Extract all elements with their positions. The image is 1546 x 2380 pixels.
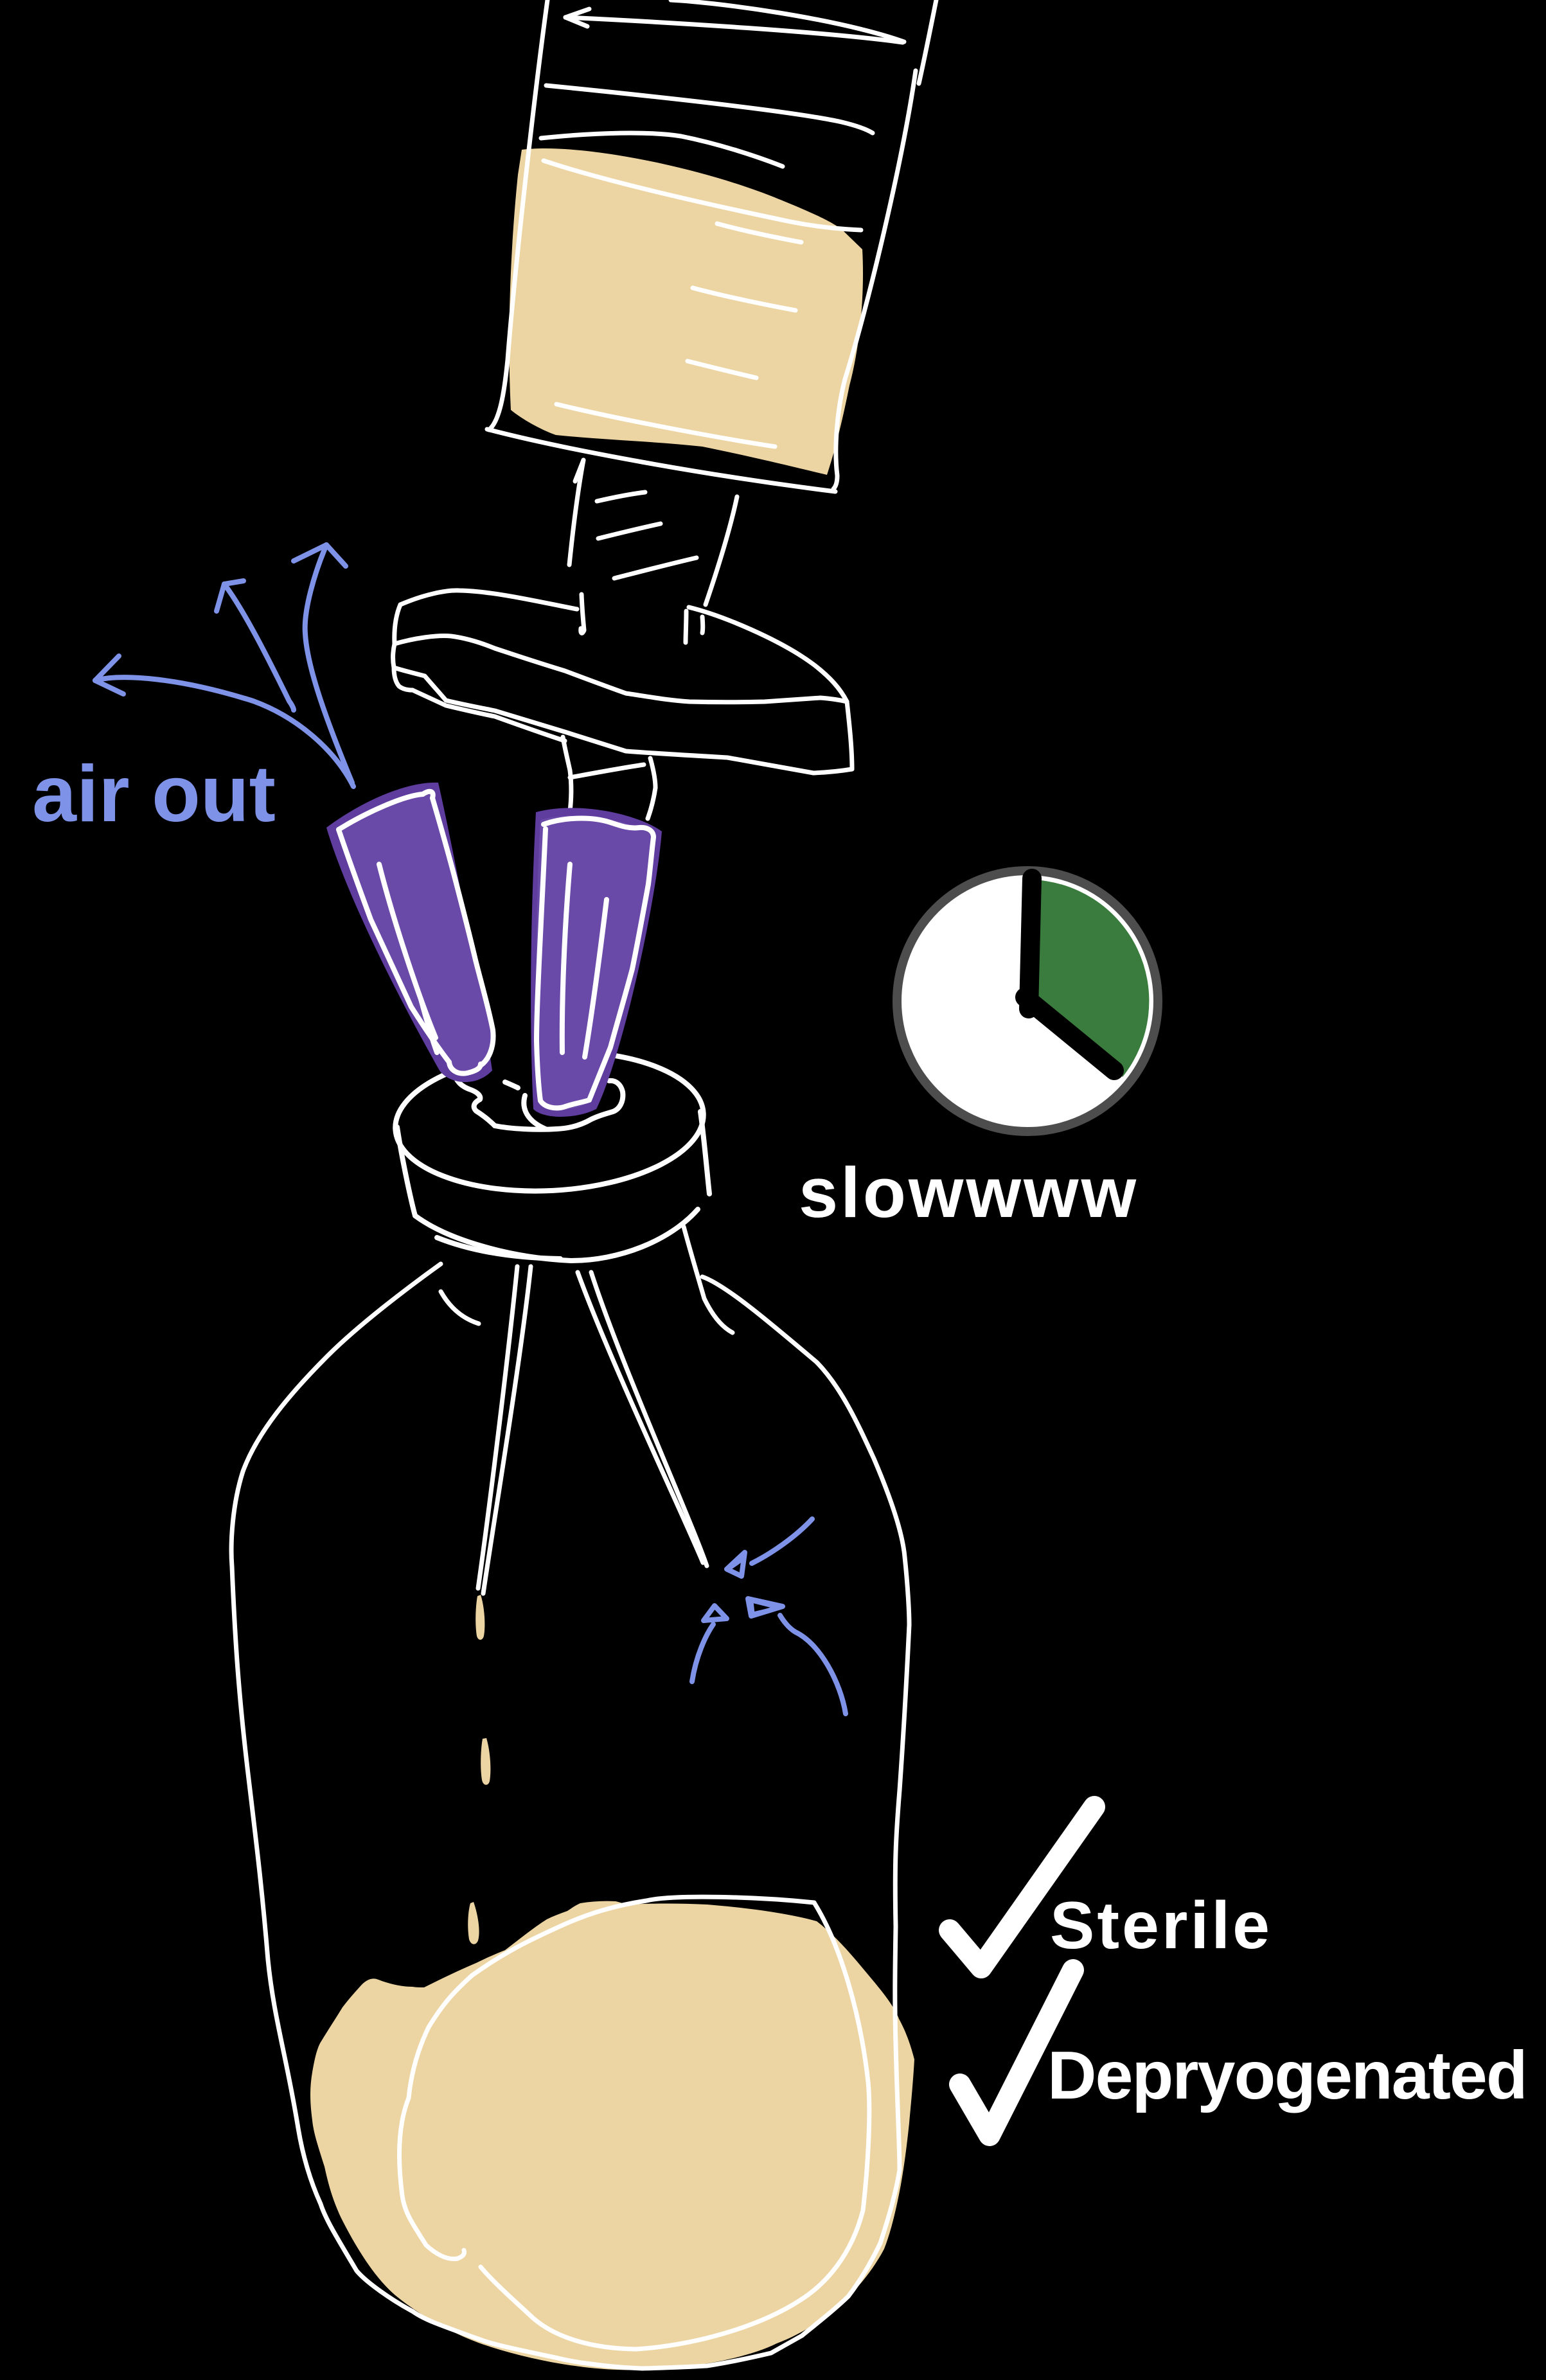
svg-text:air out: air out: [32, 750, 276, 839]
svg-text:Depryogenated: Depryogenated: [1047, 2038, 1527, 2113]
svg-text:slowwww: slowwww: [799, 1153, 1139, 1232]
svg-text:Sterile: Sterile: [1050, 1888, 1272, 1963]
